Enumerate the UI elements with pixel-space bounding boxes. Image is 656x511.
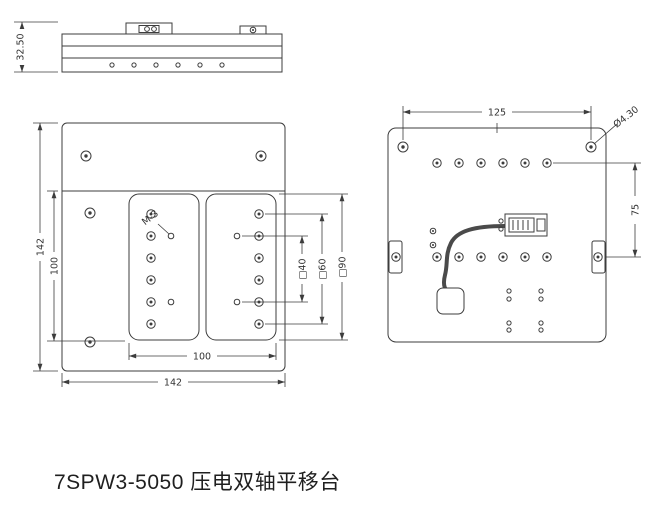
hole — [520, 158, 530, 168]
side-base-holes — [109, 62, 225, 68]
hole — [219, 62, 225, 68]
connector — [498, 213, 548, 237]
dim-back-width-label: 125 — [488, 108, 506, 119]
side-connector — [125, 22, 173, 35]
cable-anchor-block — [436, 287, 465, 315]
dim-front-inner-height-label: 100 — [50, 257, 61, 275]
hole — [538, 296, 544, 302]
hole — [153, 62, 159, 68]
dim-front-inner-height: 100 — [47, 190, 125, 342]
back-hole-row-bottom — [432, 252, 552, 262]
hole — [146, 231, 156, 241]
hole — [254, 209, 264, 219]
hole — [432, 158, 442, 168]
hole — [175, 62, 181, 68]
dim-front-sq60-label: □60 — [318, 258, 329, 279]
side-view: 32.50 — [14, 21, 283, 73]
right-plate-holes — [233, 209, 264, 329]
caption: 7SPW3-5050 压电双轴平移台 — [54, 471, 341, 494]
side-clamp — [239, 25, 267, 35]
back-body — [387, 127, 607, 343]
thread-label: M-3 — [140, 208, 161, 228]
thread-callout: M-3 — [140, 208, 170, 235]
hole — [146, 253, 156, 263]
hole — [146, 297, 156, 307]
hole — [593, 252, 603, 262]
hole — [429, 241, 437, 249]
back-small-holes — [506, 288, 544, 333]
flex-cable — [441, 224, 507, 293]
hole — [397, 141, 409, 153]
hole — [506, 288, 512, 294]
side-body — [61, 33, 283, 73]
hole — [254, 275, 264, 285]
hole — [538, 320, 544, 326]
back-hole-row-top — [432, 158, 552, 168]
hole — [498, 158, 508, 168]
hole — [197, 62, 203, 68]
dim-back-height-label: 75 — [631, 204, 642, 216]
dim-front-sq60: □60 — [265, 213, 329, 325]
hole — [506, 296, 512, 302]
hole — [538, 288, 544, 294]
hole — [520, 252, 530, 262]
hole — [131, 62, 137, 68]
hole — [391, 252, 401, 262]
hole — [109, 62, 115, 68]
hole — [233, 232, 241, 240]
dim-front-sq40: □40 — [242, 235, 309, 303]
hole-dia-label: Ø4.30 — [612, 104, 641, 130]
hole — [233, 298, 241, 306]
hole — [432, 252, 442, 262]
hole — [146, 275, 156, 285]
hole-dia-callout: Ø4.30 — [593, 104, 641, 145]
back-view: Ø4.30 125 75 — [387, 104, 642, 343]
hole — [538, 327, 544, 333]
hole — [80, 150, 92, 162]
dim-front-total-width: 142 — [61, 373, 286, 389]
hole — [454, 158, 464, 168]
dim-front-sq40-label: □40 — [298, 258, 309, 279]
dim-front-sq90-label: □90 — [338, 256, 349, 277]
hole — [506, 327, 512, 333]
hole — [429, 227, 437, 235]
hole — [167, 298, 175, 306]
hole — [498, 218, 504, 224]
hole — [506, 320, 512, 326]
dim-front-total-width-label: 142 — [164, 378, 182, 389]
dim-side-height-label: 32.50 — [16, 33, 27, 60]
hole — [255, 150, 267, 162]
hole — [476, 252, 486, 262]
front-body — [61, 122, 286, 372]
dim-front-inner-width-label: 100 — [193, 352, 211, 363]
dim-front-total-height: 142 — [33, 122, 58, 372]
front-view: M-3 □40 □60 — [33, 122, 349, 389]
dim-side-height: 32.50 — [14, 21, 58, 73]
hole — [84, 336, 96, 348]
dim-front-sq90: □90 — [279, 193, 349, 341]
hole — [84, 207, 96, 219]
hole — [542, 252, 552, 262]
hole — [254, 319, 264, 329]
left-stage-plate — [128, 193, 200, 341]
hole — [476, 158, 486, 168]
dim-front-total-height-label: 142 — [36, 238, 47, 256]
dim-front-inner-width: 100 — [128, 343, 277, 363]
hole — [254, 253, 264, 263]
hole — [454, 252, 464, 262]
right-stage-plate — [205, 193, 277, 341]
hole — [167, 232, 175, 240]
hole — [146, 319, 156, 329]
dim-back-height: 75 — [553, 162, 642, 258]
left-plate-holes — [146, 209, 175, 329]
left-tab — [388, 240, 403, 274]
hole — [542, 158, 552, 168]
hole — [498, 252, 508, 262]
dim-back-width: 125 — [402, 106, 592, 140]
